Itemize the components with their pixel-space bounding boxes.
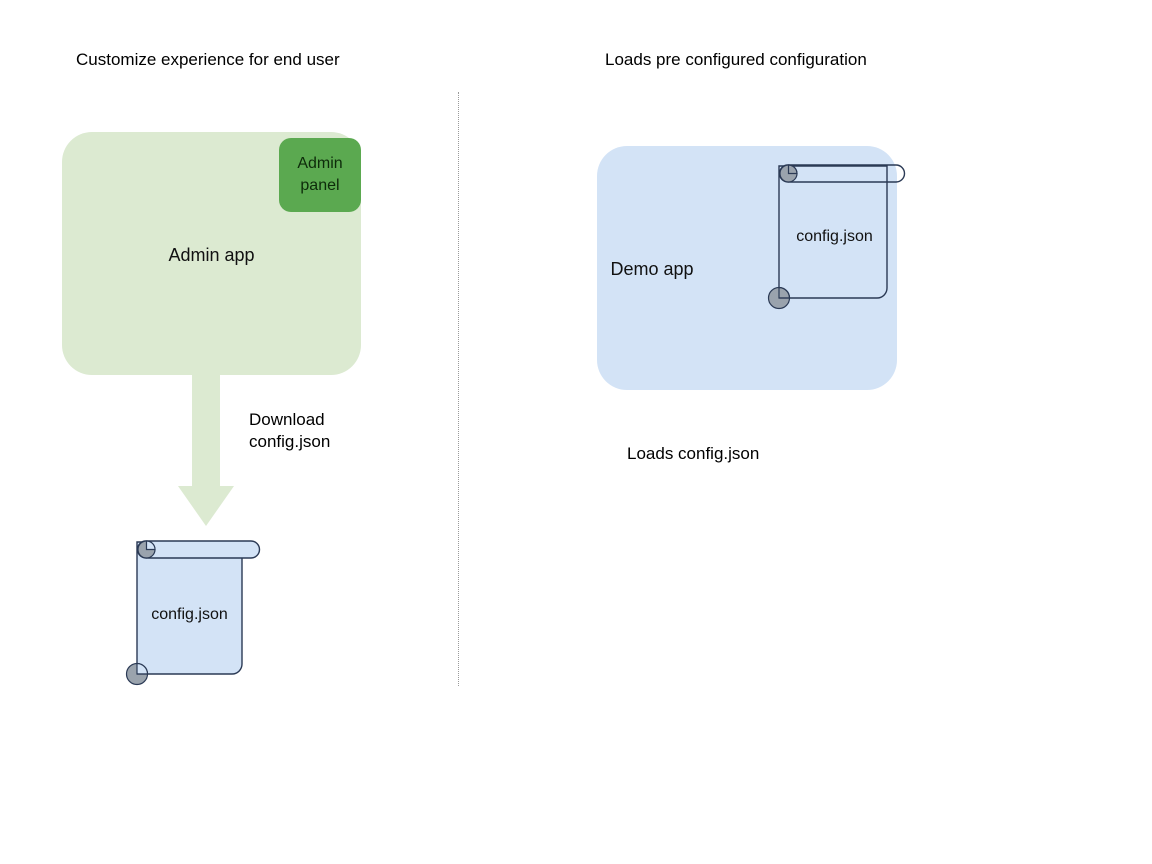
column-divider [458,92,459,686]
config-json-document-left[interactable]: config.json [120,528,270,693]
config-json-label-left: config.json [151,606,228,623]
admin-panel-button[interactable]: Admin panel [279,138,361,212]
config-json-label-right: config.json [796,228,873,245]
demo-app-label: Demo app [610,259,694,279]
admin-app-label: Admin app [168,245,255,265]
right-column-heading: Loads pre configured configuration [605,50,867,69]
admin-app-box[interactable]: Admin app Admin panel [62,132,361,375]
loads-config-caption: Loads config.json [627,444,760,463]
config-json-document-right[interactable]: config.json [762,152,917,312]
left-column-heading: Customize experience for end user [76,50,340,69]
download-arrow-label: Download config.json [249,410,331,451]
download-arrow [178,374,234,526]
demo-app-box[interactable]: Demo app [597,146,897,390]
